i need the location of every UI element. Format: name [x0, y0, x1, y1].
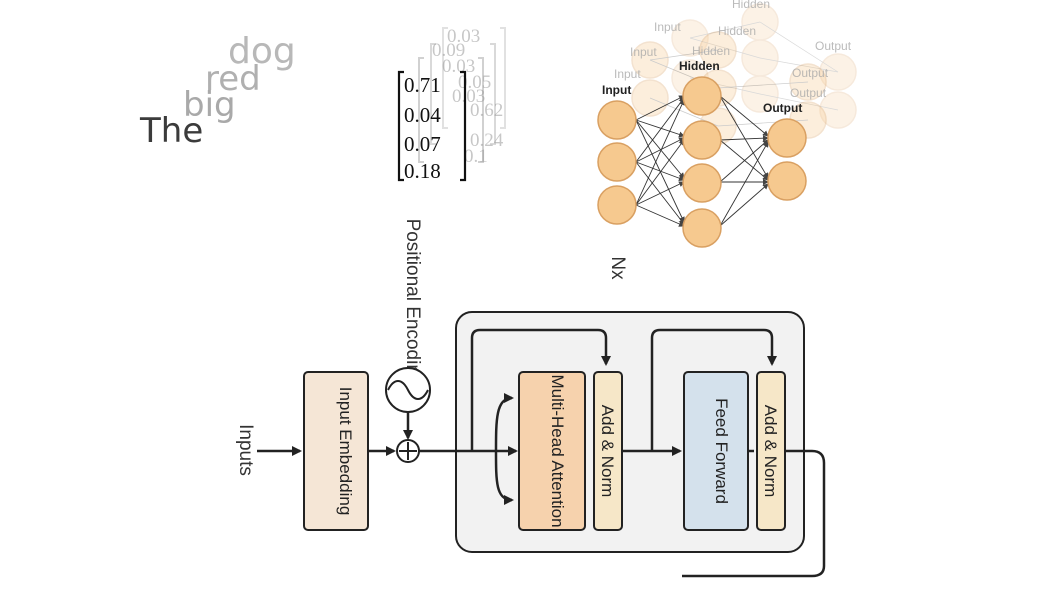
residual-connection-1: [470, 328, 611, 451]
word-red: red: [205, 59, 261, 99]
add-norm-2-label: Add & Norm: [761, 405, 780, 498]
ghost-layer-label: Hidden: [718, 24, 756, 38]
add-icon: [396, 439, 420, 463]
positional-encoding-icon: [385, 367, 431, 413]
ghost-vector-2: [430, 43, 496, 145]
input-node: [597, 142, 637, 182]
output-layer-label: Output: [763, 101, 802, 115]
output-node: [767, 118, 807, 158]
output-node: [767, 161, 807, 201]
ghost-value: 0.03: [447, 26, 480, 47]
input-layer-label: Input: [602, 83, 631, 97]
word-the: The: [140, 111, 204, 151]
ghost-layer-label: Hidden: [692, 44, 730, 58]
ghost-value: 0.05: [458, 72, 491, 93]
ghost-layer-label: Hidden: [732, 0, 770, 11]
embedding-vector-stack: 0.03 0.09 0.03 0.05 0.03 0.62 0.24 0.1 0…: [397, 26, 506, 183]
positional-encoding-label: Positional Encoding: [402, 219, 423, 386]
ghost-value: 0.03: [442, 56, 475, 77]
hidden-node: [682, 120, 722, 160]
transformer-encoder: Inputs Input Embedding Positional Encodi…: [235, 219, 826, 578]
hidden-layer-label: Hidden: [679, 59, 720, 73]
multi-head-attention-label: Multi-Head Attention: [548, 374, 567, 527]
attention-branch-bottom: [494, 450, 514, 505]
ghost-vector-1: [418, 57, 484, 163]
word-big: big: [183, 85, 236, 125]
add-norm-1-label: Add & Norm: [598, 405, 617, 498]
vector-value: 0.04: [404, 103, 441, 127]
ghost-value: 0.24: [470, 130, 504, 151]
ghost-vector-3: [442, 27, 506, 129]
input-embedding-box: [303, 371, 369, 531]
hidden-node: [682, 208, 722, 248]
network-edges: [635, 95, 769, 227]
vector-value: 0.07: [404, 132, 441, 156]
ghost-layer-label: Input: [614, 67, 641, 81]
neural-network: Input Input Input Hidden Hidden Hidden O…: [597, 0, 857, 248]
ghost-layer-label: Input: [630, 45, 657, 59]
input-node: [597, 185, 637, 225]
ghost-network-far: [671, 3, 857, 129]
ghost-layer-label: Output: [790, 86, 827, 100]
inputs-label: Inputs: [235, 424, 256, 476]
network-nodes: [597, 76, 807, 248]
word-dog: dog: [228, 31, 296, 72]
vector-value: 0.18: [404, 159, 441, 183]
input-embedding-label: Input Embedding: [336, 387, 355, 516]
input-node: [597, 100, 637, 140]
feed-forward-label: Feed Forward: [712, 398, 731, 504]
vector-brackets: [397, 70, 467, 182]
ghost-value: 0.1: [464, 146, 488, 167]
residual-connection-2: [650, 328, 777, 451]
output-line: [682, 449, 826, 578]
vector-value: 0.71: [404, 73, 441, 97]
attention-branch-top: [494, 393, 514, 452]
nx-block: [455, 311, 805, 553]
hidden-node: [682, 76, 722, 116]
hidden-node: [682, 163, 722, 203]
ghost-value: 0.62: [470, 100, 503, 121]
ghost-layer-label: Output: [792, 66, 829, 80]
nx-label: Nx: [607, 256, 628, 280]
multi-head-attention-box: [518, 371, 586, 531]
ghost-value: 0.03: [452, 86, 485, 107]
ghost-layer-label: Output: [815, 39, 852, 53]
ghost-value: 0.09: [432, 40, 465, 61]
ghost-layer-label: Input: [654, 20, 681, 34]
